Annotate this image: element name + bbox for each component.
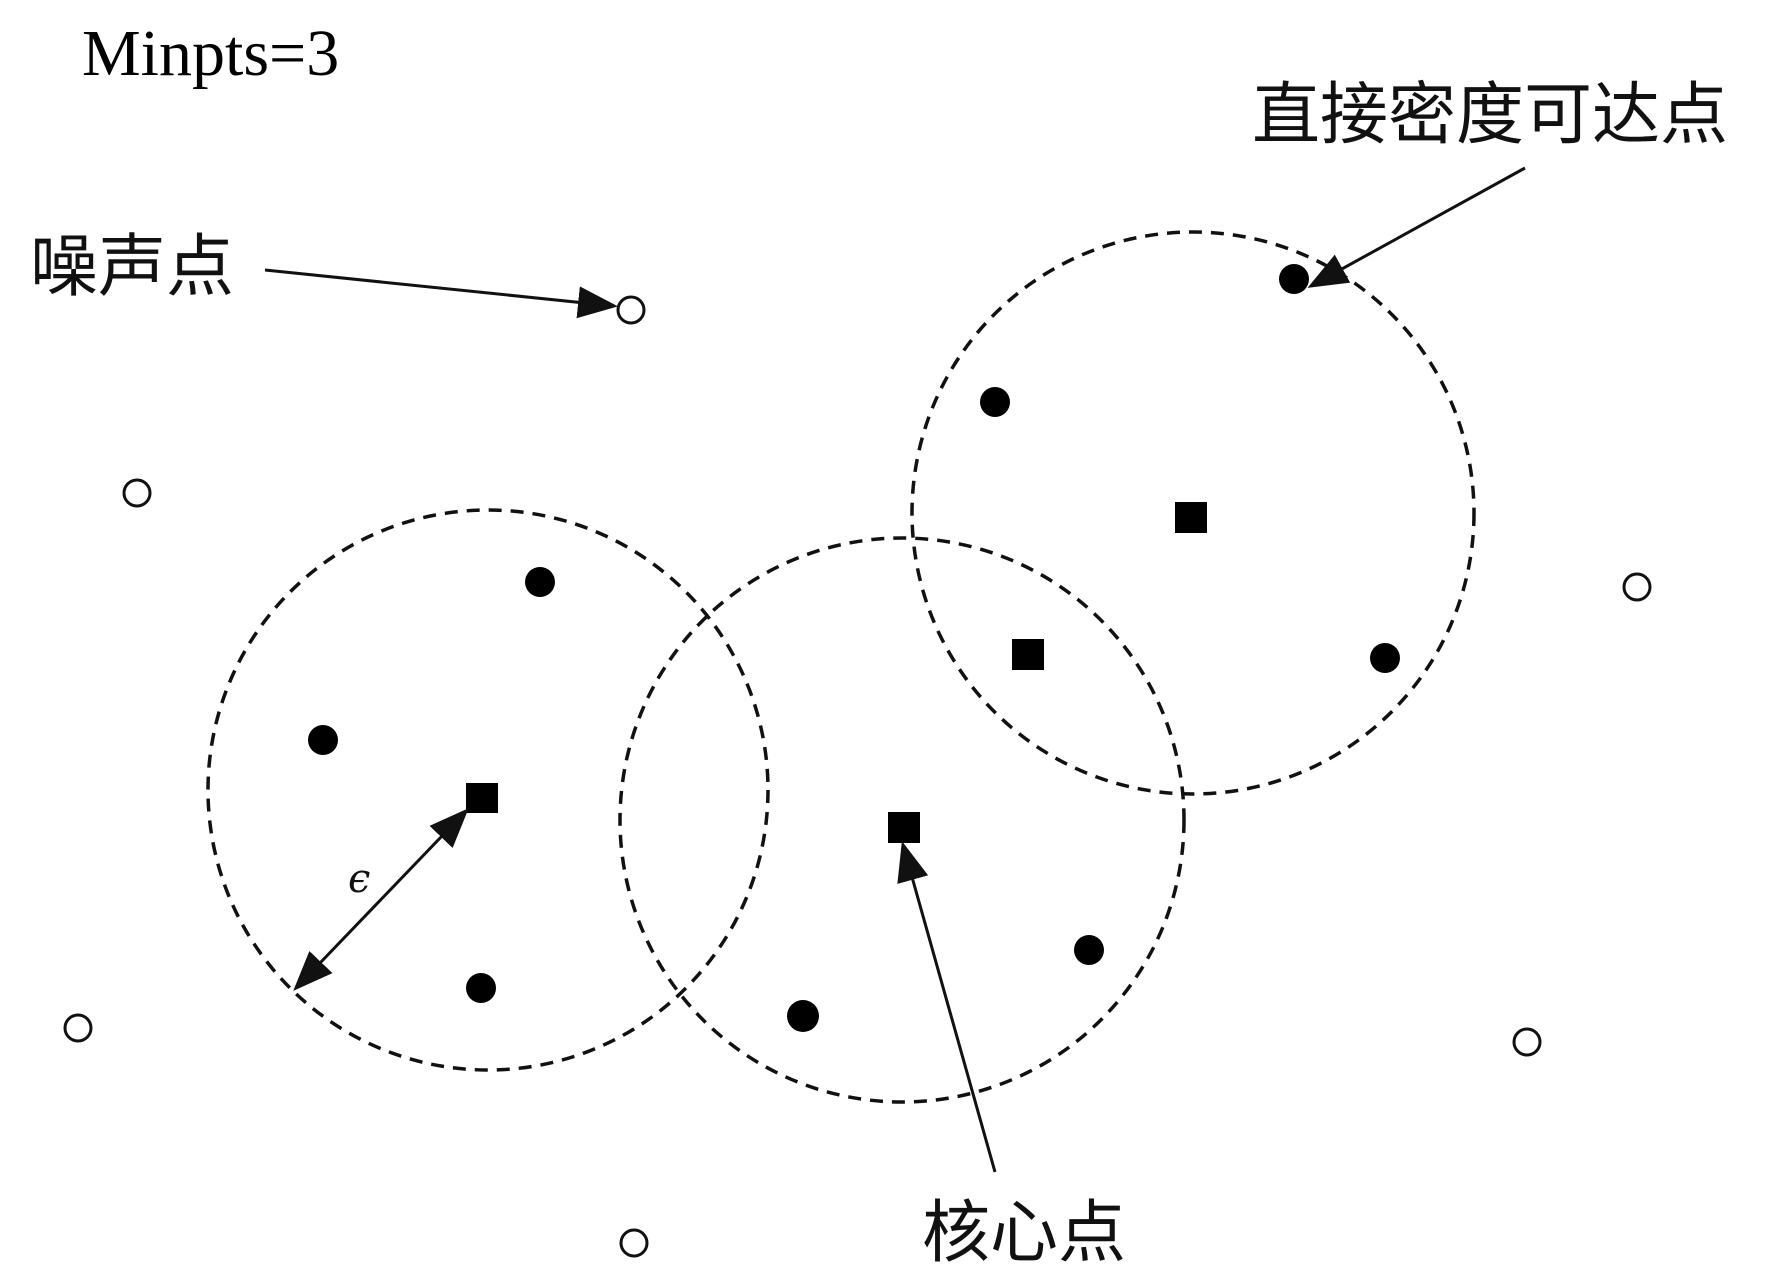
border-point (466, 973, 496, 1003)
noise-point (1622, 572, 1652, 602)
eps-neighborhood-right (910, 230, 1476, 796)
core-point (1012, 639, 1044, 670)
core-point (888, 812, 920, 843)
border-point (308, 725, 338, 755)
border-point (1370, 643, 1400, 673)
epsilon-label: ϵ (348, 856, 370, 902)
noise-point-arrow (264, 268, 618, 319)
epsilon-radius-arrow (293, 808, 469, 991)
core-point-arrow (897, 841, 997, 1173)
noise-point (122, 478, 152, 508)
border-point (980, 387, 1010, 417)
noise-point (619, 1228, 649, 1258)
core-point (1175, 502, 1207, 533)
direct-density-reachable-label: 直接密度可达点 (1252, 76, 1728, 155)
border-point (1074, 935, 1104, 965)
eps-neighborhood-middle (618, 536, 1186, 1104)
noise-point (63, 1013, 93, 1043)
border-point (787, 1000, 819, 1032)
border-point (525, 567, 555, 597)
noise-point (1512, 1027, 1542, 1057)
core-point (466, 783, 498, 813)
noise-point-label: 噪声点 (30, 228, 234, 307)
eps-neighborhood-left (206, 508, 770, 1072)
border-point (1279, 264, 1309, 294)
direct-density-reachable-arrow (1307, 166, 1526, 288)
core-point-label: 核心点 (922, 1194, 1126, 1273)
title-minpts: Minpts=3 (82, 17, 339, 90)
noise-point (616, 295, 646, 325)
